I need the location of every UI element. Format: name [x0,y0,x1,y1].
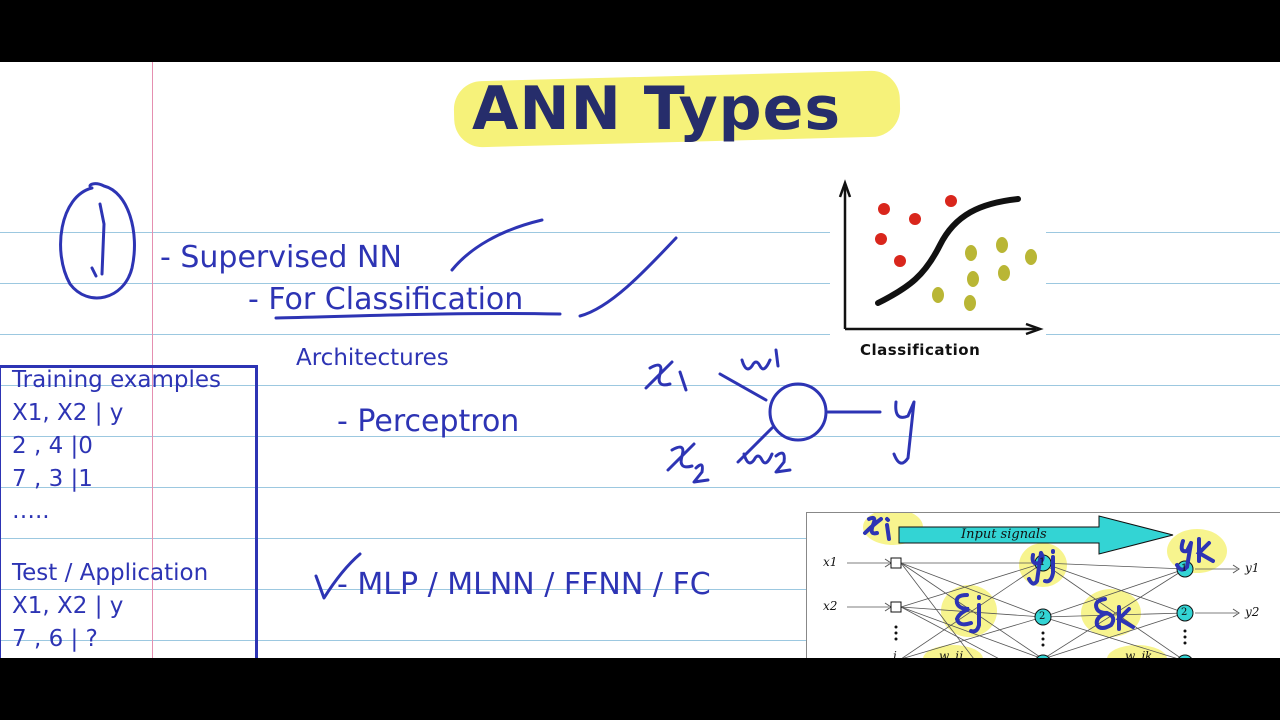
supervised-nn-line: - Supervised NN [160,240,402,275]
check-mark [450,218,544,272]
hidden-node-label: 2 [1039,611,1046,622]
mlp-line: - MLP / MLNN / FFNN / FC [337,567,711,602]
y-mark [892,400,916,465]
classification-plot [838,179,1044,336]
notebook-page: ANN Types - Supervised NN - For Classifi… [0,62,1280,658]
x2-subscript-mark [692,463,710,484]
ink-annotations [59,182,916,600]
pear-icon [932,237,1037,311]
apple-icon [875,195,957,267]
classification-figure: Classification [830,175,1046,365]
x1-subscript-mark [678,370,688,392]
margin-line [152,62,153,658]
w1-mark [740,358,772,371]
weight-label: w_jk [1125,649,1153,658]
architectures-heading: Architectures [296,345,449,371]
w2-subscript-mark [774,451,792,474]
w2-mark [742,452,774,465]
network-diagram [847,513,1240,658]
ruled-line [0,385,1280,386]
ruled-line [0,436,1280,437]
ruled-line [0,487,1280,488]
test-row: X1, X2 | y [12,593,124,619]
input-signals-label: Input signals [961,527,1047,542]
training-header: Training examples [12,367,222,393]
output-label: y1 [1245,561,1260,575]
top-letterbox [0,0,1280,62]
test-header: Test / Application [12,560,209,586]
bottom-letterbox [0,658,1280,720]
training-row: 7 , 3 |1 [12,466,93,492]
underline-mark [274,311,562,320]
input-label: i [893,649,897,658]
for-classification-text: For Classification [268,282,524,317]
classification-caption: Classification [860,341,981,359]
number-one-mark [90,202,106,278]
ruled-line [0,232,1280,233]
page-title: ANN Types [472,74,842,144]
weight-label: w_ij [939,649,963,658]
ruled-line [0,334,1280,335]
x2-mark [666,442,696,472]
input-label: x2 [823,599,838,613]
test-row: 7 , 6 | ? [12,626,98,652]
training-row: ….. [12,498,50,524]
w1-subscript-mark [774,348,780,368]
network-figure: Input signals x1 x2 i y1 y2 1 2 1 2 w_ij… [806,512,1280,658]
circle-mark [59,182,136,300]
input-label: x1 [823,555,838,569]
for-classification-line: - For Classification [248,282,523,317]
ruled-line [0,283,1280,284]
examples-box [0,365,258,658]
output-node-label: 2 [1181,607,1188,618]
check-mark [578,236,678,318]
ruled-line [0,589,1280,590]
hidden-node-label: 1 [1039,557,1046,568]
ruled-line [0,640,1280,641]
check-mark [314,552,362,600]
perceptron-line: - Perceptron [337,404,520,439]
for-classification-dash: - [248,282,269,317]
ruled-line [0,538,1280,539]
x1-mark [644,360,674,390]
training-row: 2 , 4 |0 [12,433,93,459]
input-edge [718,372,768,402]
output-label: y2 [1245,605,1260,619]
neuron-circle [768,382,828,442]
output-node-label: 1 [1181,563,1188,574]
training-row: X1, X2 | y [12,400,124,426]
